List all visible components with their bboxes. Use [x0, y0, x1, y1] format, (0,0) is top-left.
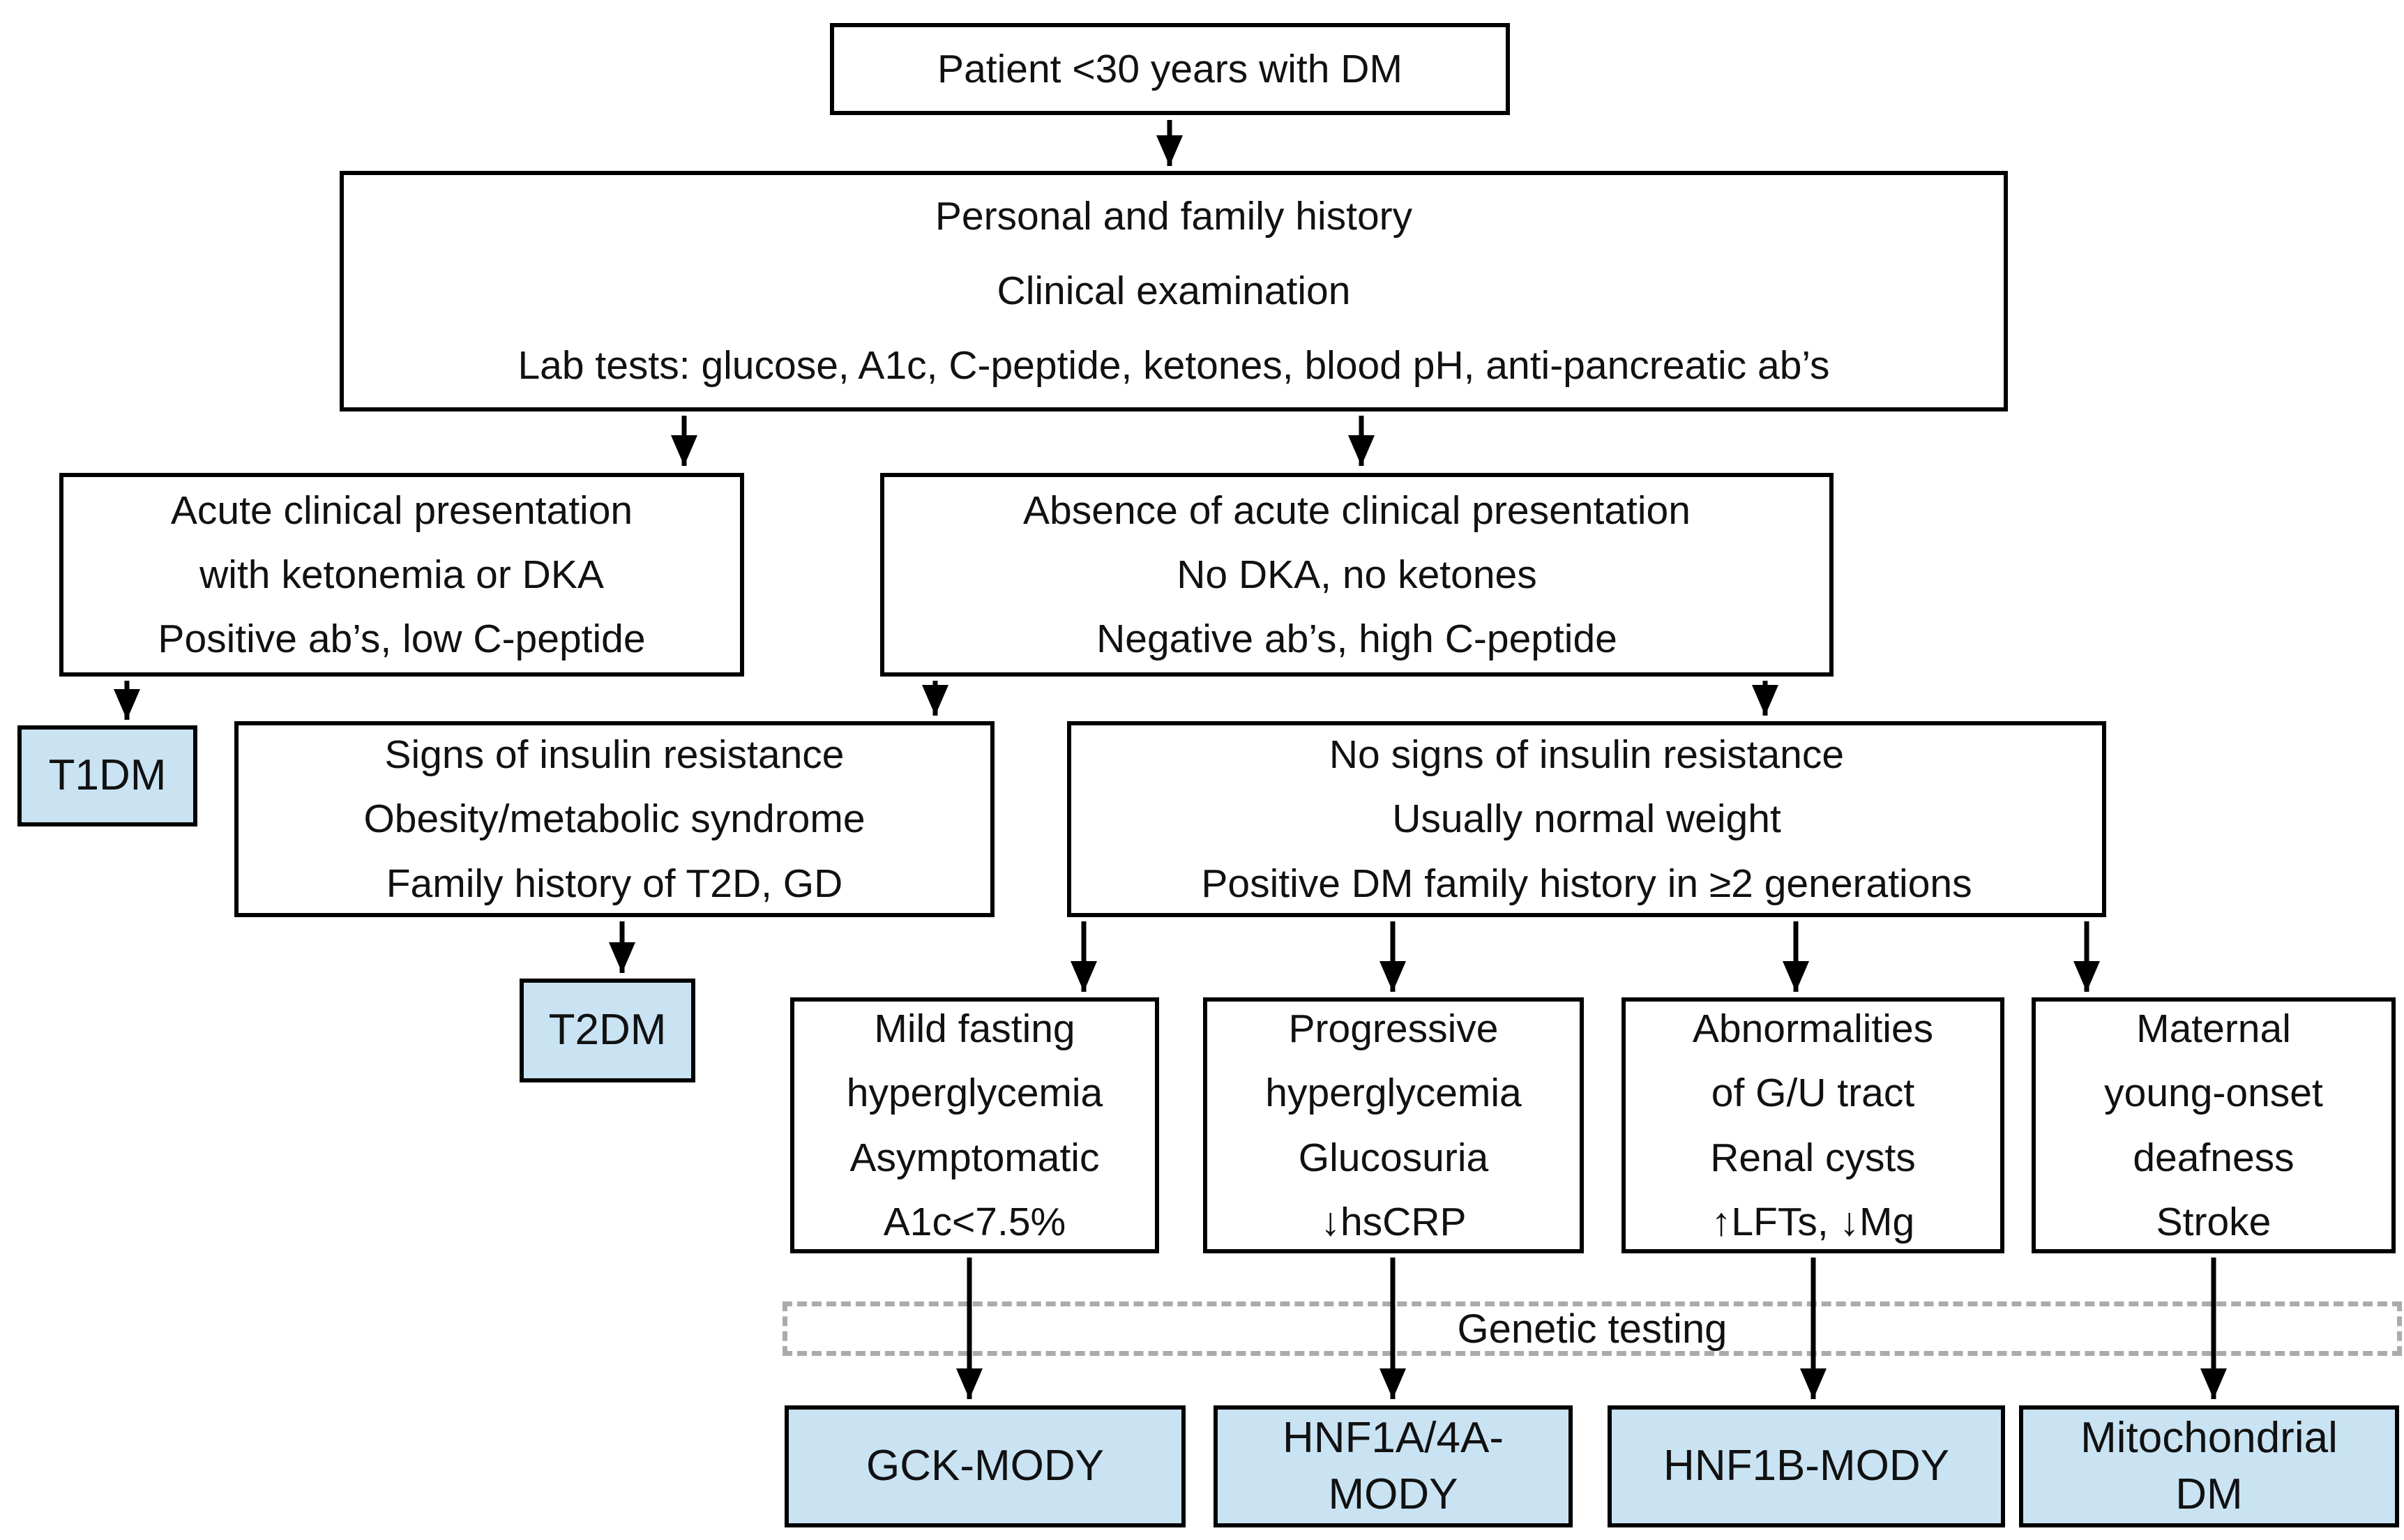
- node-line: Mitochondrial: [2080, 1413, 2338, 1462]
- node-line: Lab tests: glucose, A1c, C-peptide, keto…: [517, 343, 1830, 388]
- node-line: Positive ab’s, low C-peptide: [158, 617, 646, 662]
- node-line: Acute clinical presentation: [170, 488, 633, 533]
- node-line: Abnormalities: [1692, 1006, 1934, 1051]
- node-line: Negative ab’s, high C-peptide: [1096, 617, 1617, 662]
- node-line: Signs of insulin resistance: [384, 732, 845, 778]
- node-line: A1c<7.5%: [883, 1199, 1066, 1244]
- node-line: Family history of T2D, GD: [386, 861, 843, 906]
- node-line: young-onset: [2104, 1071, 2323, 1116]
- node-maternal-deafness: Maternal young-onset deafness Stroke: [2032, 997, 2396, 1253]
- node-line: Personal and family history: [935, 193, 1413, 239]
- node-line: hyperglycemia: [846, 1071, 1103, 1116]
- node-line: Usually normal weight: [1392, 797, 1781, 842]
- node-line: Glucosuria: [1298, 1135, 1489, 1180]
- node-line: Maternal: [2136, 1006, 2291, 1051]
- node-no-insulin-resistance: No signs of insulin resistance Usually n…: [1067, 721, 2106, 917]
- node-t1dm: T1DM: [17, 725, 197, 826]
- node-hnf1b-mody: HNF1B-MODY: [1608, 1405, 2005, 1527]
- node-line: Asymptomatic: [849, 1135, 1100, 1180]
- node-line: ↑LFTs, ↓Mg: [1711, 1199, 1915, 1244]
- node-acute-presentation: Acute clinical presentation with ketonem…: [59, 473, 744, 677]
- node-hnf1a-4a-mody: HNF1A/4A- MODY: [1214, 1405, 1573, 1527]
- node-absence-acute-presentation: Absence of acute clinical presentation N…: [880, 473, 1834, 677]
- node-line: Patient <30 years with DM: [937, 46, 1403, 91]
- node-line: Absence of acute clinical presentation: [1023, 488, 1691, 533]
- node-gck-mody: GCK-MODY: [785, 1405, 1186, 1527]
- genetic-testing-band: Genetic testing: [783, 1301, 2402, 1356]
- node-progressive-hyperglycemia: Progressive hyperglycemia Glucosuria ↓hs…: [1203, 997, 1584, 1253]
- node-patient: Patient <30 years with DM: [830, 23, 1510, 115]
- node-line: No DKA, no ketones: [1177, 552, 1537, 597]
- node-line: No signs of insulin resistance: [1329, 732, 1845, 778]
- node-gu-tract-abnormalities: Abnormalities of G/U tract Renal cysts ↑…: [1621, 997, 2004, 1253]
- node-line: Positive DM family history in ≥2 generat…: [1201, 861, 1972, 906]
- node-line: HNF1A/4A-: [1283, 1413, 1504, 1462]
- genetic-testing-label: Genetic testing: [1457, 1306, 1728, 1352]
- node-line: Obesity/metabolic syndrome: [363, 797, 865, 842]
- node-line: T2DM: [548, 1006, 667, 1055]
- node-line: GCK-MODY: [866, 1442, 1104, 1490]
- node-line: of G/U tract: [1711, 1071, 1915, 1116]
- node-line: Stroke: [2156, 1199, 2271, 1244]
- node-mild-fasting-hyperglycemia: Mild fasting hyperglycemia Asymptomatic …: [790, 997, 1159, 1253]
- node-insulin-resistance: Signs of insulin resistance Obesity/meta…: [234, 721, 995, 917]
- node-line: T1DM: [48, 751, 167, 800]
- node-line: ↓hsCRP: [1320, 1199, 1467, 1244]
- node-t2dm: T2DM: [520, 979, 695, 1082]
- node-line: hyperglycemia: [1265, 1071, 1522, 1116]
- node-line: Mild fasting: [874, 1006, 1075, 1051]
- node-mitochondrial-dm: Mitochondrial DM: [2019, 1405, 2399, 1527]
- node-line: with ketonemia or DKA: [199, 552, 604, 597]
- node-line: DM: [2175, 1470, 2243, 1518]
- node-line: MODY: [1328, 1470, 1458, 1518]
- node-line: HNF1B-MODY: [1663, 1442, 1949, 1490]
- node-workup: Personal and family history Clinical exa…: [340, 171, 2008, 412]
- node-line: deafness: [2133, 1135, 2295, 1180]
- node-line: Progressive: [1288, 1006, 1499, 1051]
- node-line: Renal cysts: [1710, 1135, 1916, 1180]
- node-line: Clinical examination: [997, 268, 1351, 313]
